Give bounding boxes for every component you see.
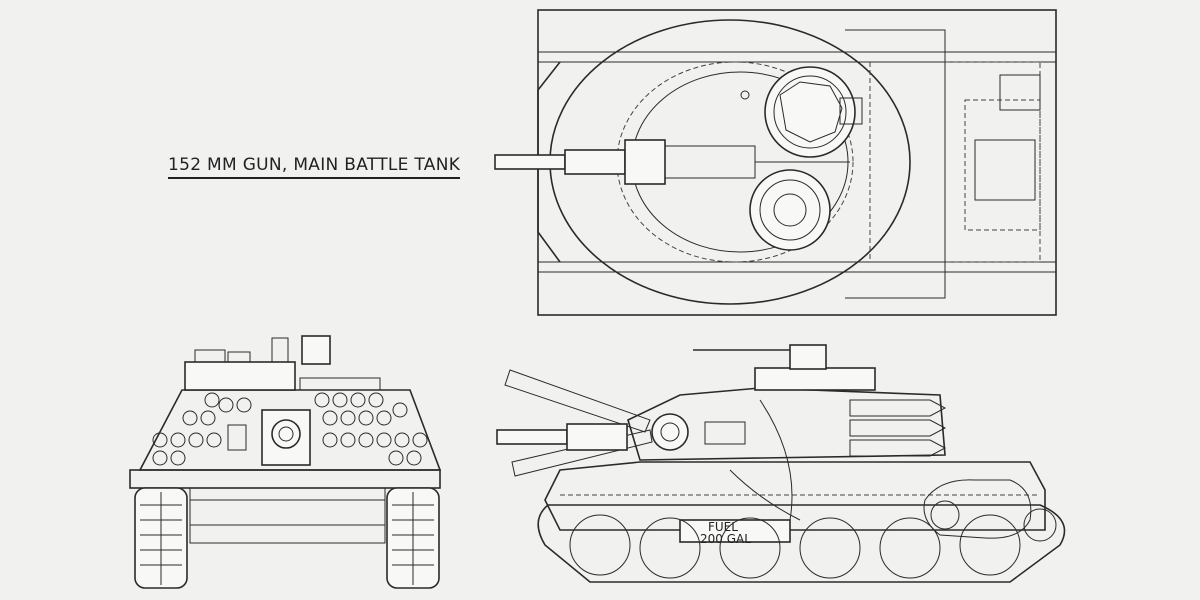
fuel-label-2: 200 GAL	[700, 532, 751, 546]
front-lower-hull	[129, 469, 441, 489]
engine-compartment-top	[964, 99, 1041, 231]
fuel-label-1: FUEL	[708, 520, 738, 534]
front-elevation-view	[129, 335, 442, 589]
side-elevation-cutaway-view: FUEL 200 GAL	[496, 344, 1066, 583]
drawing-title: 152 MM GUN, MAIN BATTLE TANK	[168, 155, 461, 179]
gunner-hatch-top	[749, 169, 831, 251]
side-turret	[627, 387, 946, 461]
top-plan-view	[494, 9, 1057, 316]
gun-elevation-range	[504, 369, 653, 477]
gun-mantlet-top	[564, 149, 626, 175]
side-cupola	[789, 344, 827, 370]
side-turret-roof	[754, 367, 876, 391]
front-belly	[189, 487, 386, 544]
side-road-wheels	[569, 508, 1057, 579]
side-ammo-rack	[849, 399, 947, 457]
side-gun-trunnion	[651, 413, 689, 451]
side-gun-breech	[566, 423, 628, 451]
commander-cupola-top	[764, 66, 856, 158]
track-left-top	[537, 9, 1057, 63]
front-circle-pattern	[152, 392, 428, 466]
side-track	[537, 504, 1066, 583]
fuel-tank	[679, 519, 791, 543]
side-gun-barrel	[496, 429, 568, 445]
front-periscope	[301, 335, 331, 365]
front-gun-muzzle	[271, 419, 301, 449]
turret-inner-ring	[616, 61, 854, 263]
front-turret	[184, 361, 296, 391]
front-gun-mantlet	[261, 409, 311, 466]
track-right-top	[537, 261, 1057, 316]
side-hull	[544, 461, 1046, 531]
gun-barrel-top	[494, 154, 566, 170]
